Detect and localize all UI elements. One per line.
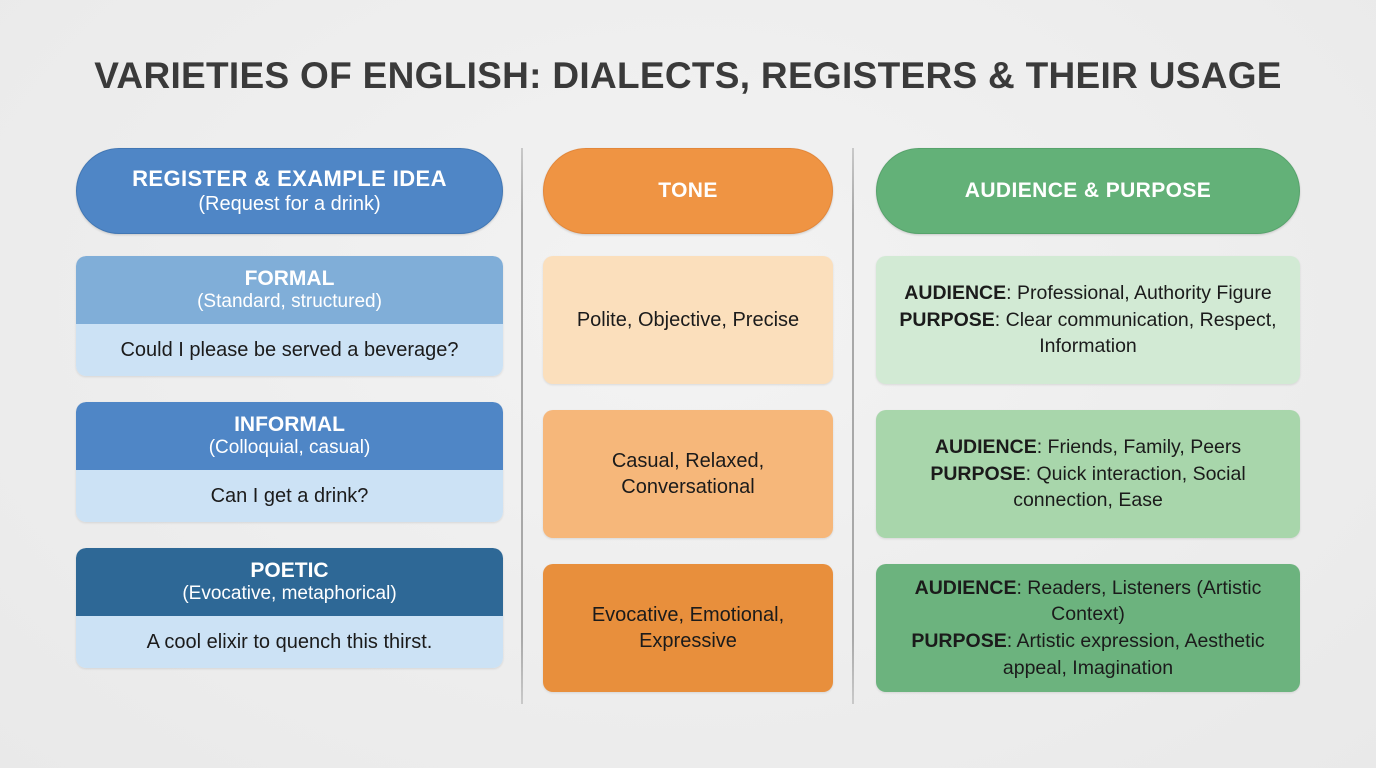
register-card-informal: INFORMAL (Colloquial, casual) Can I get … bbox=[76, 402, 503, 522]
purpose-label-informal: PURPOSE bbox=[930, 462, 1026, 485]
column-register: REGISTER & EXAMPLE IDEA (Request for a d… bbox=[76, 148, 503, 668]
purpose-label-poetic: PURPOSE bbox=[911, 630, 1007, 652]
audience-cell-formal: AUDIENCE: Professional, Authority Figure… bbox=[876, 256, 1300, 384]
audience-cell-informal: AUDIENCE: Friends, Family, Peers PURPOSE… bbox=[876, 410, 1300, 538]
purpose-line-formal: PURPOSE: Clear communication, Respect, I… bbox=[892, 307, 1284, 360]
column-header-audience: AUDIENCE & PURPOSE bbox=[876, 148, 1300, 234]
register-card-poetic-header: POETIC (Evocative, metaphorical) bbox=[76, 548, 503, 616]
column-header-tone: TONE bbox=[543, 148, 833, 234]
audience-line-informal: AUDIENCE: Friends, Family, Peers bbox=[892, 434, 1284, 461]
register-subtitle-poetic: (Evocative, metaphorical) bbox=[182, 582, 397, 604]
tone-cell-formal: Polite, Objective, Precise bbox=[543, 256, 833, 384]
column-header-audience-title: AUDIENCE & PURPOSE bbox=[964, 178, 1212, 202]
register-title-informal: INFORMAL bbox=[234, 413, 345, 437]
audience-label-informal: AUDIENCE bbox=[934, 435, 1037, 458]
register-card-formal: FORMAL (Standard, structured) Could I pl… bbox=[76, 256, 503, 376]
register-example-informal: Can I get a drink? bbox=[76, 470, 503, 522]
audience-value-formal: : Professional, Authority Figure bbox=[1006, 281, 1272, 304]
column-divider-right bbox=[852, 148, 854, 704]
purpose-line-poetic: PURPOSE: Artistic expression, Aesthetic … bbox=[892, 628, 1284, 681]
register-example-poetic: A cool elixir to quench this thirst. bbox=[76, 616, 503, 668]
register-title-poetic: POETIC bbox=[250, 559, 329, 583]
column-audience: AUDIENCE & PURPOSE AUDIENCE: Professiona… bbox=[876, 148, 1300, 692]
tone-cell-informal: Casual, Relaxed, Conversational bbox=[543, 410, 833, 538]
audience-label-formal: AUDIENCE bbox=[904, 281, 1007, 304]
purpose-line-informal: PURPOSE: Quick interaction, Social conne… bbox=[892, 461, 1284, 514]
register-title-formal: FORMAL bbox=[244, 267, 335, 291]
column-header-register-subtitle: (Request for a drink) bbox=[198, 193, 381, 216]
register-card-informal-header: INFORMAL (Colloquial, casual) bbox=[76, 402, 503, 470]
register-subtitle-informal: (Colloquial, casual) bbox=[208, 436, 371, 458]
purpose-label-formal: PURPOSE bbox=[899, 308, 995, 331]
column-divider-left bbox=[521, 148, 523, 704]
page-title: VARIETIES OF ENGLISH: DIALECTS, REGISTER… bbox=[94, 55, 1282, 96]
audience-label-poetic: AUDIENCE bbox=[914, 576, 1017, 599]
audience-line-poetic: AUDIENCE: Readers, Listeners (Artistic C… bbox=[892, 575, 1284, 628]
register-example-formal: Could I please be served a beverage? bbox=[76, 324, 503, 376]
audience-cell-poetic: AUDIENCE: Readers, Listeners (Artistic C… bbox=[876, 564, 1300, 692]
tone-cell-poetic: Evocative, Emotional, Expressive bbox=[543, 564, 833, 692]
purpose-value-poetic: : Artistic expression, Aesthetic appeal,… bbox=[1002, 630, 1265, 679]
column-header-register: REGISTER & EXAMPLE IDEA (Request for a d… bbox=[76, 148, 503, 234]
register-card-poetic: POETIC (Evocative, metaphorical) A cool … bbox=[76, 548, 503, 668]
column-header-tone-title: TONE bbox=[658, 178, 718, 202]
register-subtitle-formal: (Standard, structured) bbox=[197, 290, 382, 312]
column-header-register-title: REGISTER & EXAMPLE IDEA bbox=[132, 165, 447, 191]
audience-value-poetic: : Readers, Listeners (Artistic Context) bbox=[1016, 576, 1262, 626]
purpose-value-informal: : Quick interaction, Social connection, … bbox=[1013, 462, 1246, 512]
column-tone: TONE Polite, Objective, Precise Casual, … bbox=[543, 148, 833, 692]
audience-value-informal: : Friends, Family, Peers bbox=[1036, 435, 1242, 458]
purpose-value-formal: : Clear communication, Respect, Informat… bbox=[994, 308, 1277, 358]
register-card-formal-header: FORMAL (Standard, structured) bbox=[76, 256, 503, 324]
audience-line-formal: AUDIENCE: Professional, Authority Figure bbox=[892, 280, 1284, 307]
